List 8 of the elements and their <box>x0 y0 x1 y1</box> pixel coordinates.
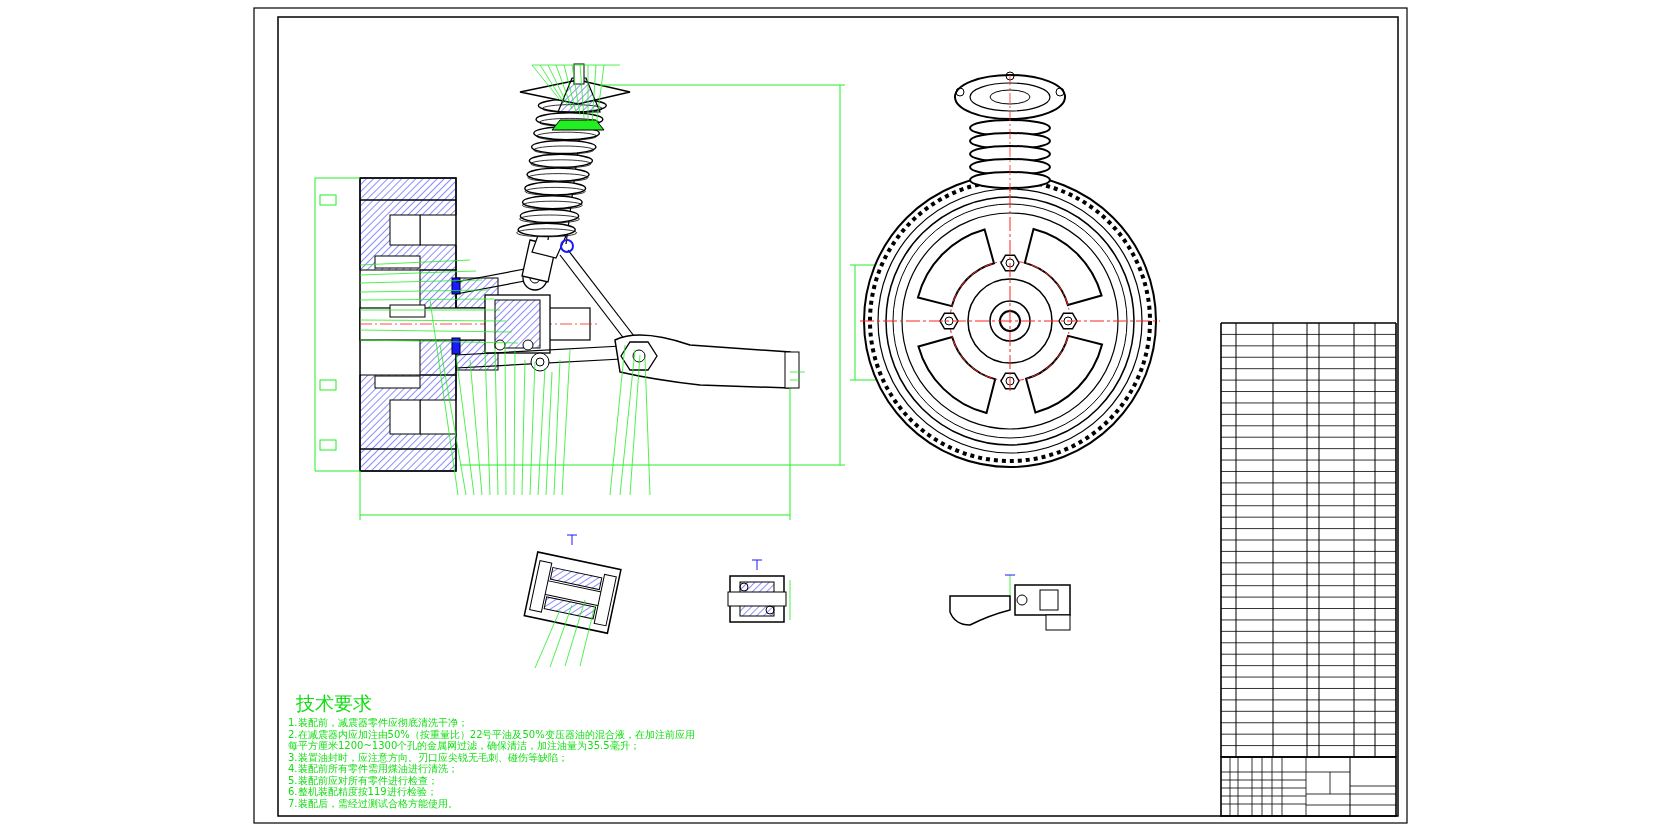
requirement-text: 4.装配前所有零件需用煤油进行清洗； <box>288 763 458 775</box>
requirement-text: 2.在减震器内应加注由50%（按重量比）22号平油及50%变压器油的混合液，在加注前应用每平方厘米1200~1300个孔的金属网过滤，确保清洁，加注油量为35.5毫升； <box>288 728 696 752</box>
requirement-text: 7.装配后，需经过测试合格方能使用。 <box>288 797 459 809</box>
requirement-text: 6.整机装配精度按119进行检验； <box>288 786 438 798</box>
requirement-text: 1.装配前，减震器零件应彻底清洗干净； <box>288 717 469 729</box>
requirement-text: 3.装置油封时，应注意方向。刃口应尖锐无毛刺、碰伤等缺陷； <box>288 751 569 763</box>
heading: 技术要求 <box>296 692 372 714</box>
requirement-text: 5.装配前应对所有零件进行检查； <box>288 774 439 786</box>
